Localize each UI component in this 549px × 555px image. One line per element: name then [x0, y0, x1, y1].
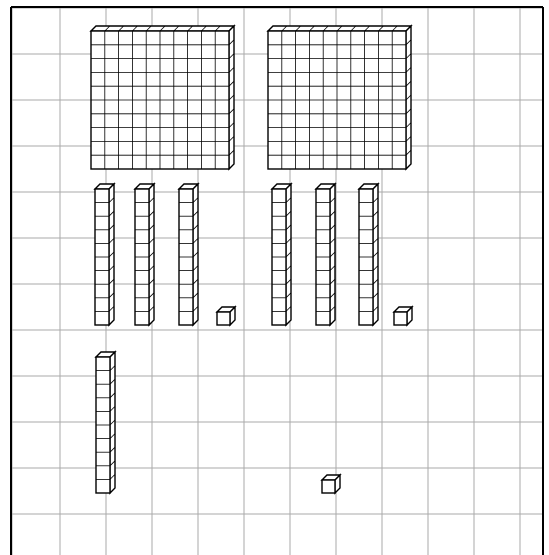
ten-rod: [96, 352, 115, 493]
ten-rod: [95, 184, 114, 325]
hundred-flat: [91, 26, 234, 169]
ten-rod: [272, 184, 291, 325]
ten-rod: [135, 184, 154, 325]
base-ten-blocks: [91, 26, 412, 493]
unit-cube: [322, 475, 340, 493]
ten-rod: [359, 184, 378, 325]
unit-cube: [394, 307, 412, 325]
hundred-flat: [268, 26, 411, 169]
ten-rod: [316, 184, 335, 325]
ten-rod: [179, 184, 198, 325]
unit-cube: [217, 307, 235, 325]
